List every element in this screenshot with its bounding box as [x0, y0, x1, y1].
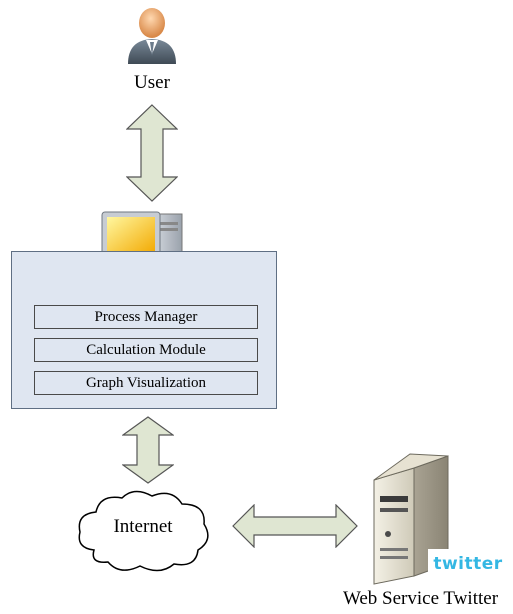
arrow-system-internet	[122, 416, 174, 484]
internet-label: Internet	[113, 516, 173, 537]
module-calculation: Calculation Module	[34, 338, 258, 362]
web-service-label: Web Service Twitter	[342, 588, 499, 609]
module-graph-visualization: Graph Visualization	[34, 371, 258, 395]
module-process-manager: Process Manager	[34, 305, 258, 329]
user-label: User	[134, 72, 170, 93]
system-box: Process Manager Calculation Module Graph…	[11, 251, 277, 409]
twitter-logo: twitter	[428, 549, 508, 579]
user-icon	[128, 8, 176, 64]
arrow-internet-server	[232, 504, 358, 548]
arrow-user-system	[126, 104, 178, 202]
cloud-icon	[78, 490, 209, 572]
server-icon	[373, 453, 449, 585]
